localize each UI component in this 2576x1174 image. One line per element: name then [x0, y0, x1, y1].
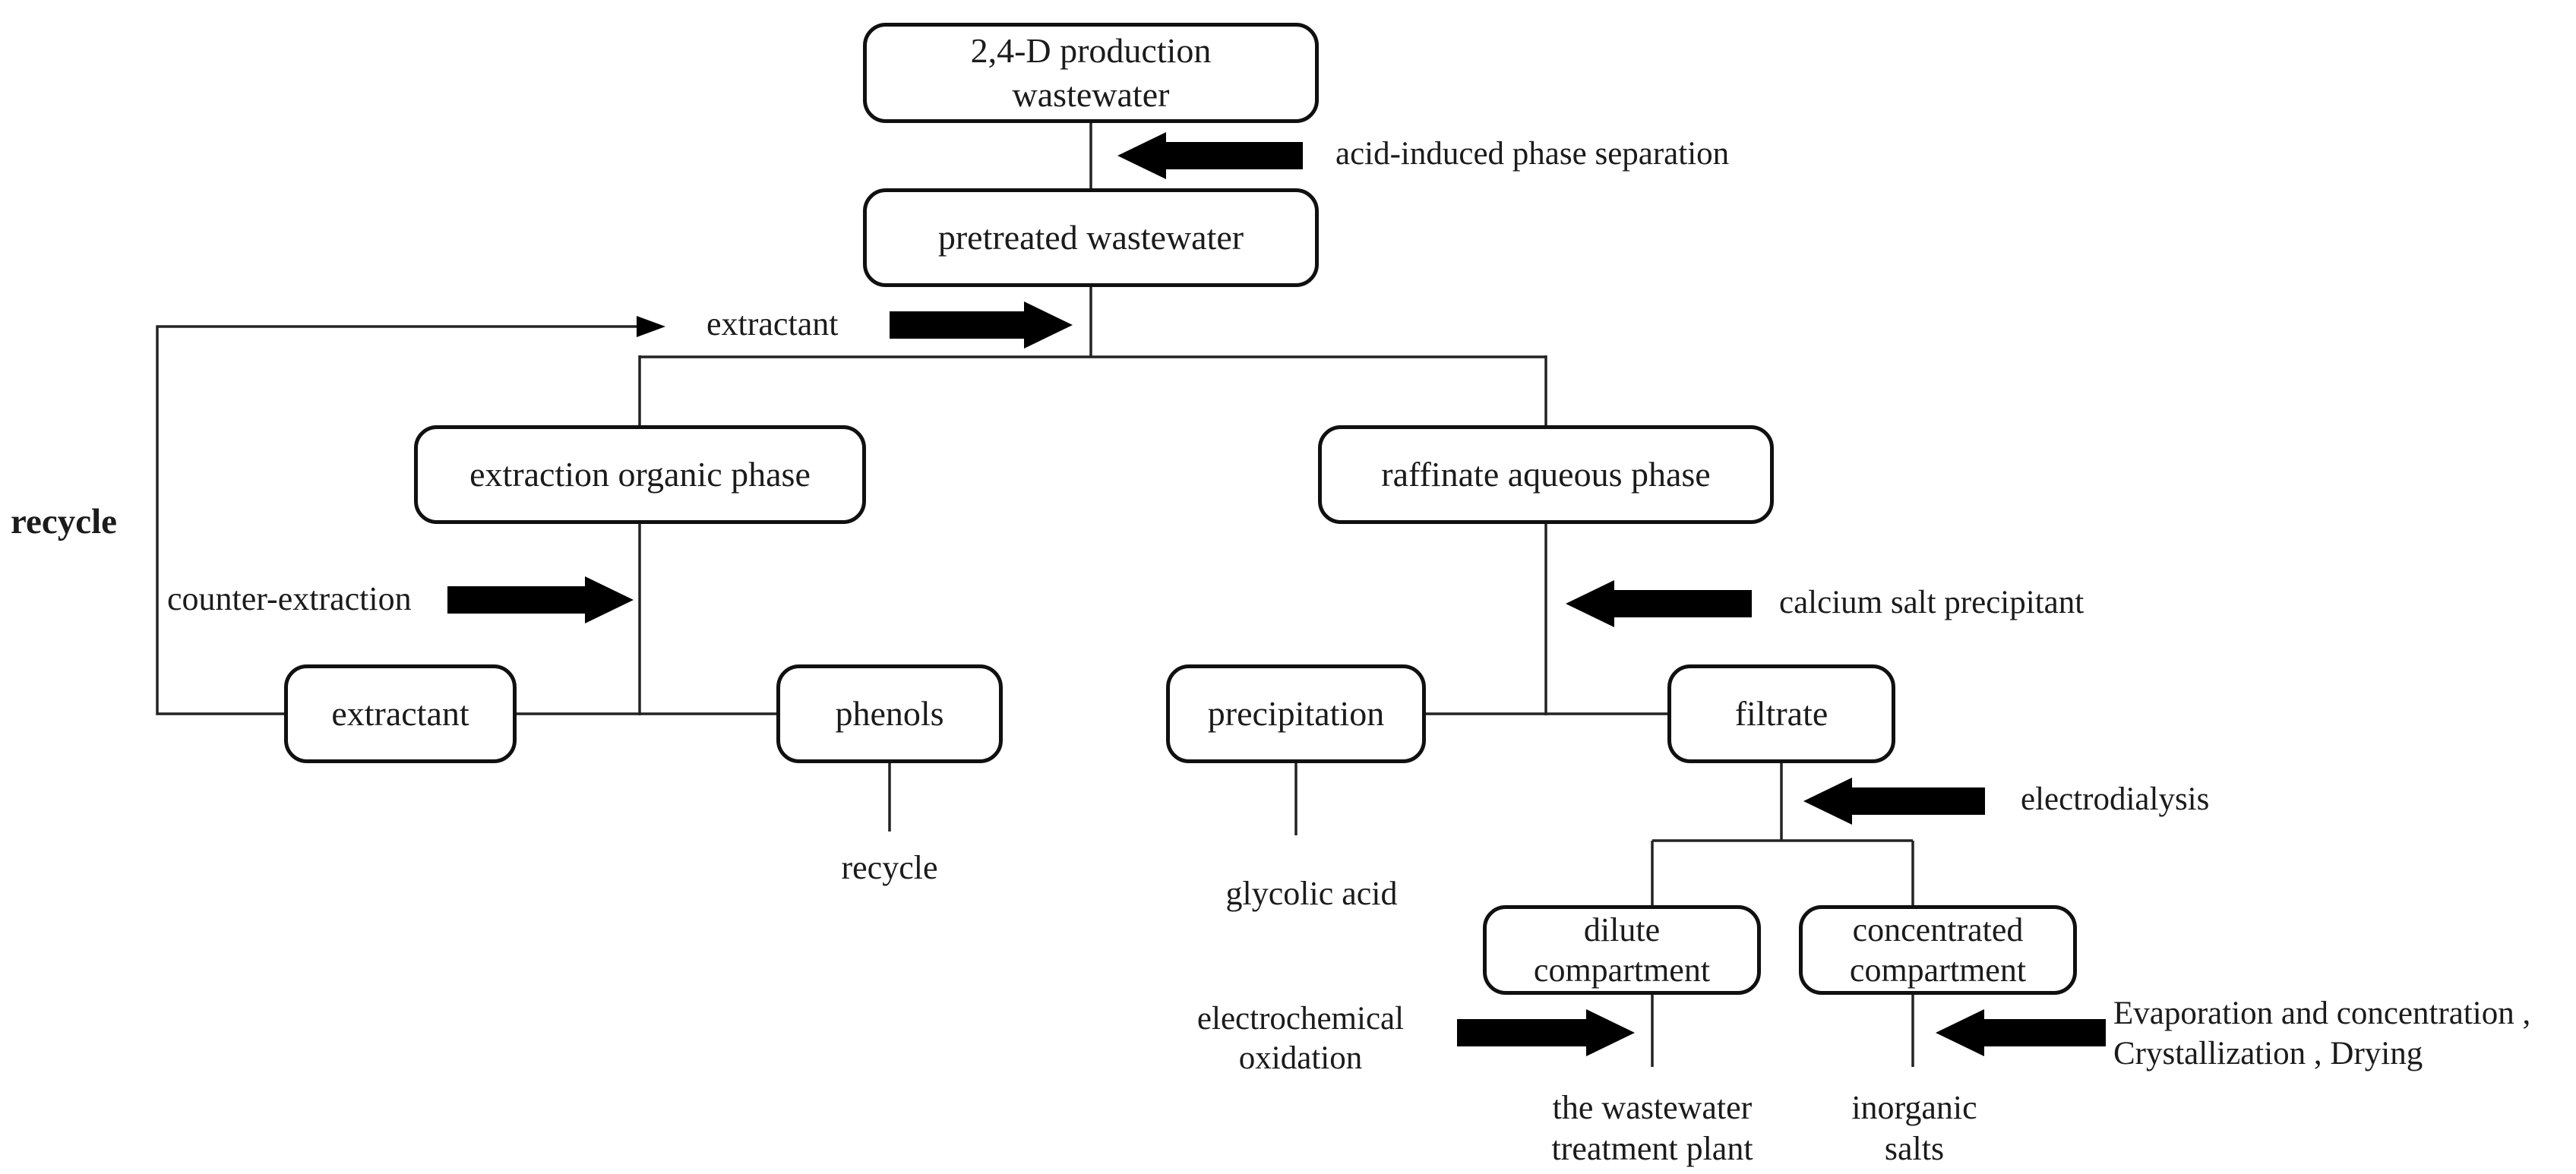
label-electrochemical-oxidation: electrochemical oxidation: [1149, 999, 1452, 1078]
label-evaporation-line2: Crystallization , Drying: [2113, 1036, 2423, 1071]
label-wwtp-line1: the wastewater: [1552, 1089, 1753, 1126]
label-inorganic-salts: inorganic salts: [1808, 1087, 2021, 1169]
node-raffinate-aqueous-phase: raffinate aqueous phase: [1318, 425, 1774, 524]
label-recycle-phenols: recycle: [841, 849, 938, 886]
fat-arrow-right-extractant-icon: [890, 301, 1073, 349]
fat-arrow-left-acid-icon: [1117, 132, 1303, 179]
label-wwtp-line2: treatment plant: [1551, 1130, 1753, 1167]
node-phenols-line1: phenols: [835, 694, 944, 733]
node-precipitation-line1: precipitation: [1207, 694, 1385, 733]
node-production-line1: 2,4-D production: [970, 31, 1212, 70]
fat-arrow-left-evaporation-icon: [1936, 1009, 2106, 1056]
node-organic-line1: extraction organic phase: [469, 455, 811, 494]
label-electrochemical-line1: electrochemical: [1196, 1001, 1405, 1037]
node-filtrate: filtrate: [1667, 664, 1895, 763]
node-production-wastewater: 2,4-D production wastewater: [863, 23, 1319, 123]
connector-lines: [156, 122, 1914, 1067]
node-dilute-compartment: dilute compartment: [1483, 905, 1761, 995]
label-evaporation-crystallization-drying: Evaporation and concentration , Crystall…: [2113, 993, 2530, 1074]
label-electrodialysis: electrodialysis: [2021, 781, 2210, 817]
line-recycle-loop: [156, 325, 637, 715]
node-production-line2: wastewater: [1012, 75, 1170, 114]
fat-arrow-left-electrodialysis-icon: [1803, 778, 1985, 825]
node-extraction-organic-phase: extraction organic phase: [414, 425, 866, 524]
node-dilute-line2: compartment: [1533, 952, 1711, 989]
node-dilute-line1: dilute: [1583, 911, 1661, 948]
node-concentrated-line1: concentrated: [1852, 911, 2024, 948]
label-evaporation-line1: Evaporation and concentration ,: [2113, 996, 2531, 1031]
label-calcium-salt-precipitant: calcium salt precipitant: [1779, 585, 2085, 620]
fat-arrow-left-calcium-icon: [1566, 580, 1752, 627]
fat-arrow-right-electrochemical-icon: [1457, 1009, 1635, 1056]
fat-arrow-right-counter-extraction-icon: [447, 576, 634, 623]
node-precipitation: precipitation: [1166, 664, 1426, 763]
label-counter-extraction: counter-extraction: [167, 580, 412, 617]
label-inorganic-line1: inorganic: [1851, 1089, 1977, 1126]
node-extractant: extractant: [284, 664, 517, 763]
label-extractant-stream: extractant: [706, 305, 839, 342]
node-concentrated-line2: compartment: [1849, 952, 2027, 989]
recycle-arrowhead-icon: [637, 316, 665, 337]
label-inorganic-line2: salts: [1884, 1130, 1945, 1167]
label-electrochemical-line2: oxidation: [1238, 1040, 1363, 1076]
node-filtrate-line1: filtrate: [1734, 694, 1828, 733]
node-raffinate-line1: raffinate aqueous phase: [1381, 455, 1711, 494]
label-wastewater-treatment-plant: the wastewater treatment plant: [1493, 1087, 1812, 1169]
node-pretreated-line1: pretreated wastewater: [937, 218, 1244, 257]
node-concentrated-compartment: concentrated compartment: [1799, 905, 2077, 995]
node-pretreated-wastewater: pretreated wastewater: [863, 188, 1319, 287]
label-recycle-left: recycle: [11, 502, 118, 541]
label-glycolic-acid: glycolic acid: [1225, 875, 1398, 912]
node-extractant-line1: extractant: [331, 694, 469, 733]
node-phenols: phenols: [776, 664, 1003, 763]
label-acid-induced-phase-separation: acid-induced phase separation: [1335, 136, 1730, 172]
